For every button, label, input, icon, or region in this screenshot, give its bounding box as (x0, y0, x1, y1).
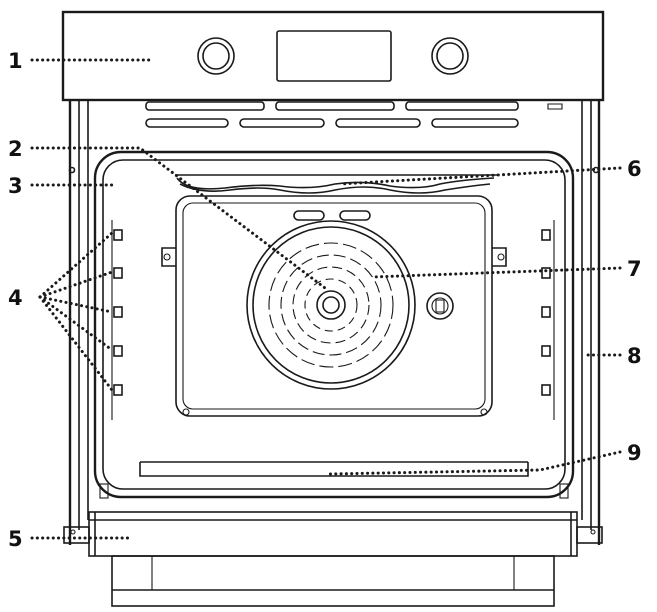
left-knob (197, 37, 235, 75)
top-vents (145, 101, 519, 128)
oven-frame (68, 100, 601, 545)
callout-6: 6 (627, 157, 642, 181)
callout-5: 5 (8, 527, 23, 551)
callout-9: 9 (627, 441, 642, 465)
fan-grille (246, 220, 416, 390)
right-knob (431, 37, 469, 75)
callout-labels: 1 2 3 4 5 6 7 8 9 (8, 49, 642, 551)
callout-7: 7 (627, 257, 642, 281)
callout-3: 3 (8, 174, 23, 198)
upper-heating-element (175, 174, 497, 194)
callout-2: 2 (8, 137, 23, 161)
callout-4: 4 (8, 286, 23, 310)
shelf-runners-right (541, 220, 555, 420)
base-drawer (111, 555, 555, 607)
door-seal (93, 150, 575, 499)
oven-floor (99, 461, 569, 499)
callout-8: 8 (627, 344, 642, 368)
leader-lines (30, 58, 622, 540)
control-panel (61, 10, 605, 102)
back-panel (161, 195, 507, 417)
oven-door (63, 511, 603, 557)
oven-lamp (426, 292, 454, 320)
callout-1: 1 (8, 49, 23, 73)
shelf-runners-left (111, 220, 123, 420)
